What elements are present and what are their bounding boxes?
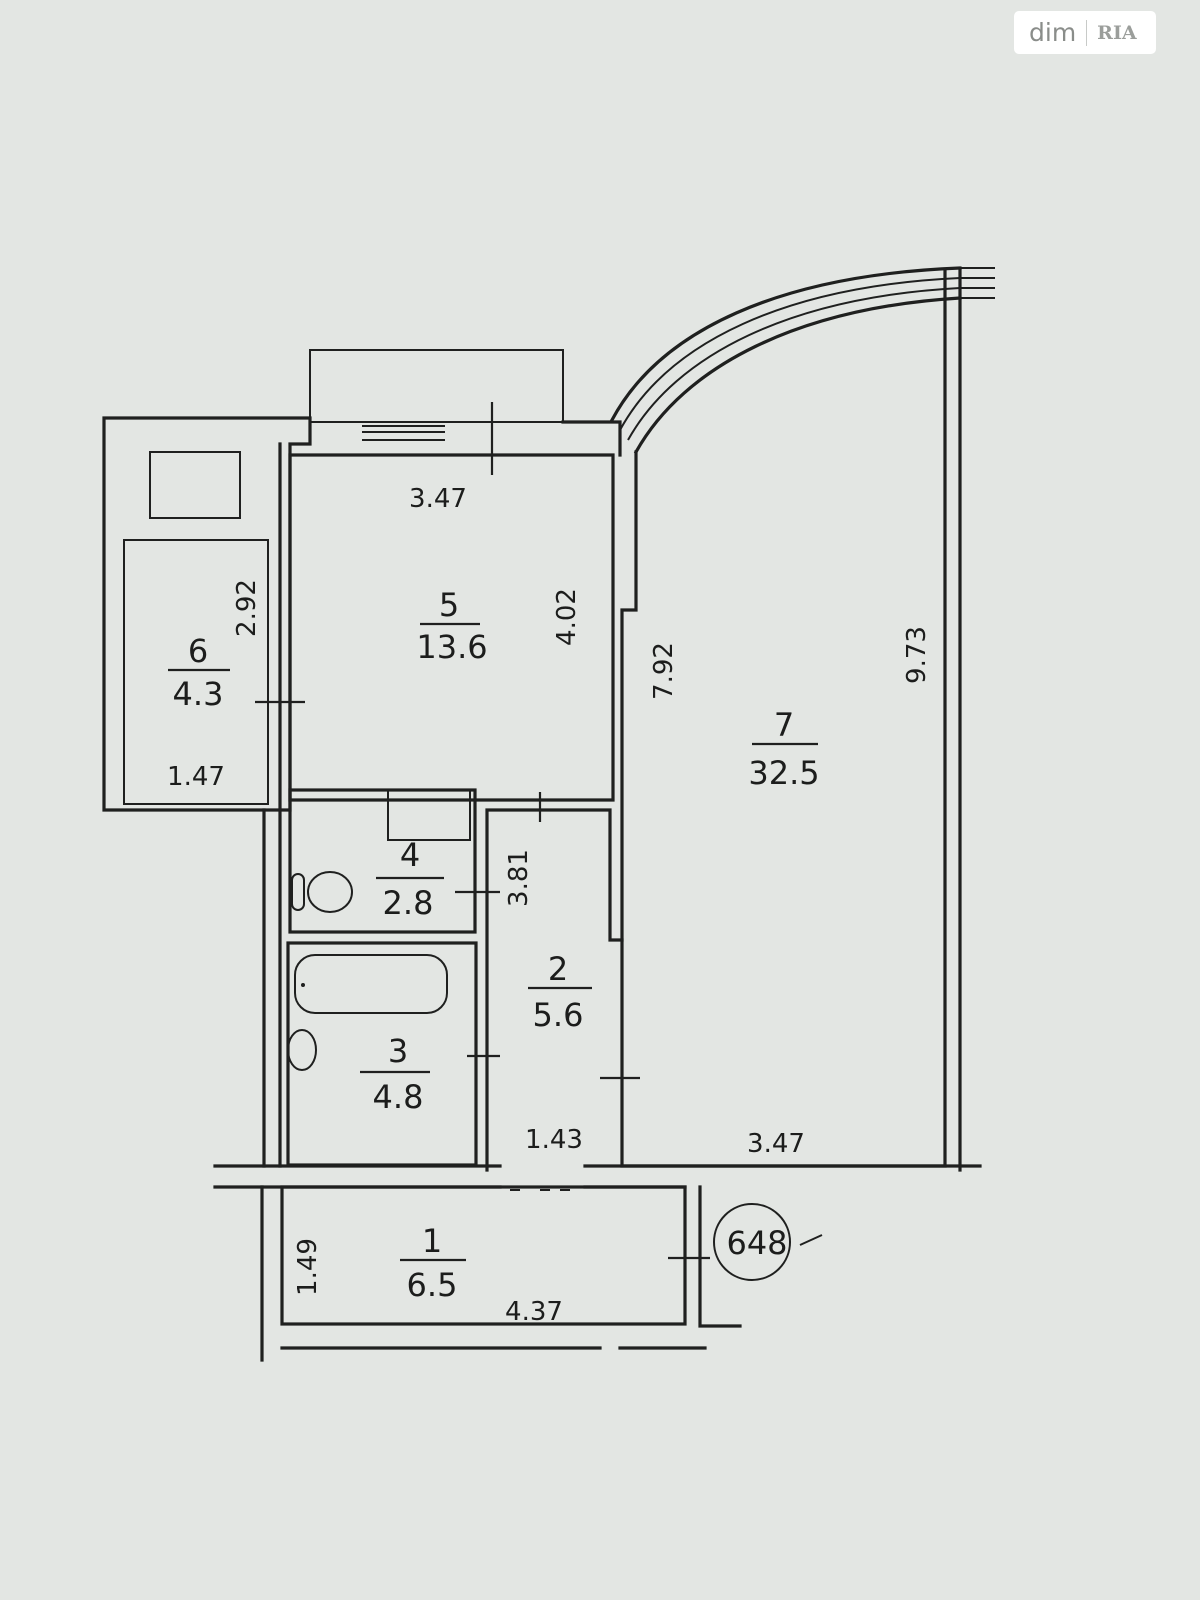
dim-room2-depth: 3.81 <box>504 849 534 907</box>
watermark-brand: dim <box>1029 18 1077 47</box>
dim-room5-depth: 4.02 <box>552 588 582 646</box>
balcony-outer-wall <box>102 416 312 812</box>
dim-room7-inner: 7.92 <box>649 642 679 700</box>
dim-ria-watermark: dim RIA <box>1014 11 1156 54</box>
dim-room1-depth: 1.49 <box>293 1238 323 1296</box>
dim-room6-depth: 2.92 <box>232 579 262 637</box>
ria-logo: RIA <box>1097 21 1137 44</box>
entrance-number: 648 <box>726 1224 787 1262</box>
room-2-area: 5.6 <box>533 996 584 1034</box>
dim-room7-outer: 9.73 <box>902 626 932 684</box>
entrance-leader <box>799 1234 823 1246</box>
room-6-number: 6 <box>188 632 208 670</box>
left-corridor-wall <box>262 442 282 1168</box>
door-marks <box>255 402 710 1260</box>
balcony-unit <box>149 451 241 519</box>
watermark-divider <box>1086 19 1088 46</box>
hall-top-wall <box>213 1164 982 1189</box>
room4-wall <box>288 788 477 934</box>
room-7-number: 7 <box>774 706 794 744</box>
hall-exterior-walls <box>260 1185 742 1362</box>
toilet-tank-icon <box>291 873 305 911</box>
bay-curve-outer <box>609 266 962 423</box>
walls <box>102 266 995 1362</box>
room1-wall <box>280 1185 687 1326</box>
dim-room6-width: 1.47 <box>167 762 225 792</box>
bay-curve-ends <box>960 267 995 299</box>
room-7-area: 32.5 <box>748 754 819 792</box>
room-labels: 5 13.6 6 4.3 7 32.5 4 2.8 2 5.6 3 4.8 1 … <box>168 586 820 1304</box>
room7-wall <box>620 268 947 1168</box>
fixtures <box>287 871 353 1071</box>
dim-room7-width: 3.47 <box>747 1129 805 1159</box>
room-1-number: 1 <box>422 1222 442 1260</box>
room4-shaft <box>387 789 471 841</box>
room5-window <box>362 425 445 441</box>
room5-top-right-wall <box>561 420 622 457</box>
top-storage-block <box>309 349 564 423</box>
sink-icon <box>287 1029 317 1071</box>
entrance-circle <box>713 1203 791 1281</box>
bathtub-drain <box>301 983 305 987</box>
toilet-icon <box>307 871 353 913</box>
bay-curve-inner <box>633 296 962 455</box>
room-5-area: 13.6 <box>416 628 487 666</box>
room-1-area: 6.5 <box>407 1266 458 1304</box>
room-5-number: 5 <box>439 586 459 624</box>
room2-wall <box>485 808 624 1172</box>
room-2-number: 2 <box>548 950 568 988</box>
dim-room1-width: 4.37 <box>505 1297 563 1327</box>
balcony-inner-frame <box>123 539 269 805</box>
dim-room2-width: 1.43 <box>525 1125 583 1155</box>
dim-room5-width: 3.47 <box>409 484 467 514</box>
room-3-number: 3 <box>388 1032 408 1070</box>
room-4-number: 4 <box>400 836 420 874</box>
room-4-area: 2.8 <box>383 884 434 922</box>
room5-wall <box>288 453 615 802</box>
bay-curve-2 <box>627 287 961 441</box>
dimension-labels: 3.47 4.02 2.92 1.47 7.92 9.73 3.47 3.81 … <box>167 484 932 1327</box>
room-6-area: 4.3 <box>173 675 224 713</box>
bay-curve-1 <box>619 277 961 431</box>
room-3-area: 4.8 <box>373 1078 424 1116</box>
bathtub <box>294 954 448 1014</box>
